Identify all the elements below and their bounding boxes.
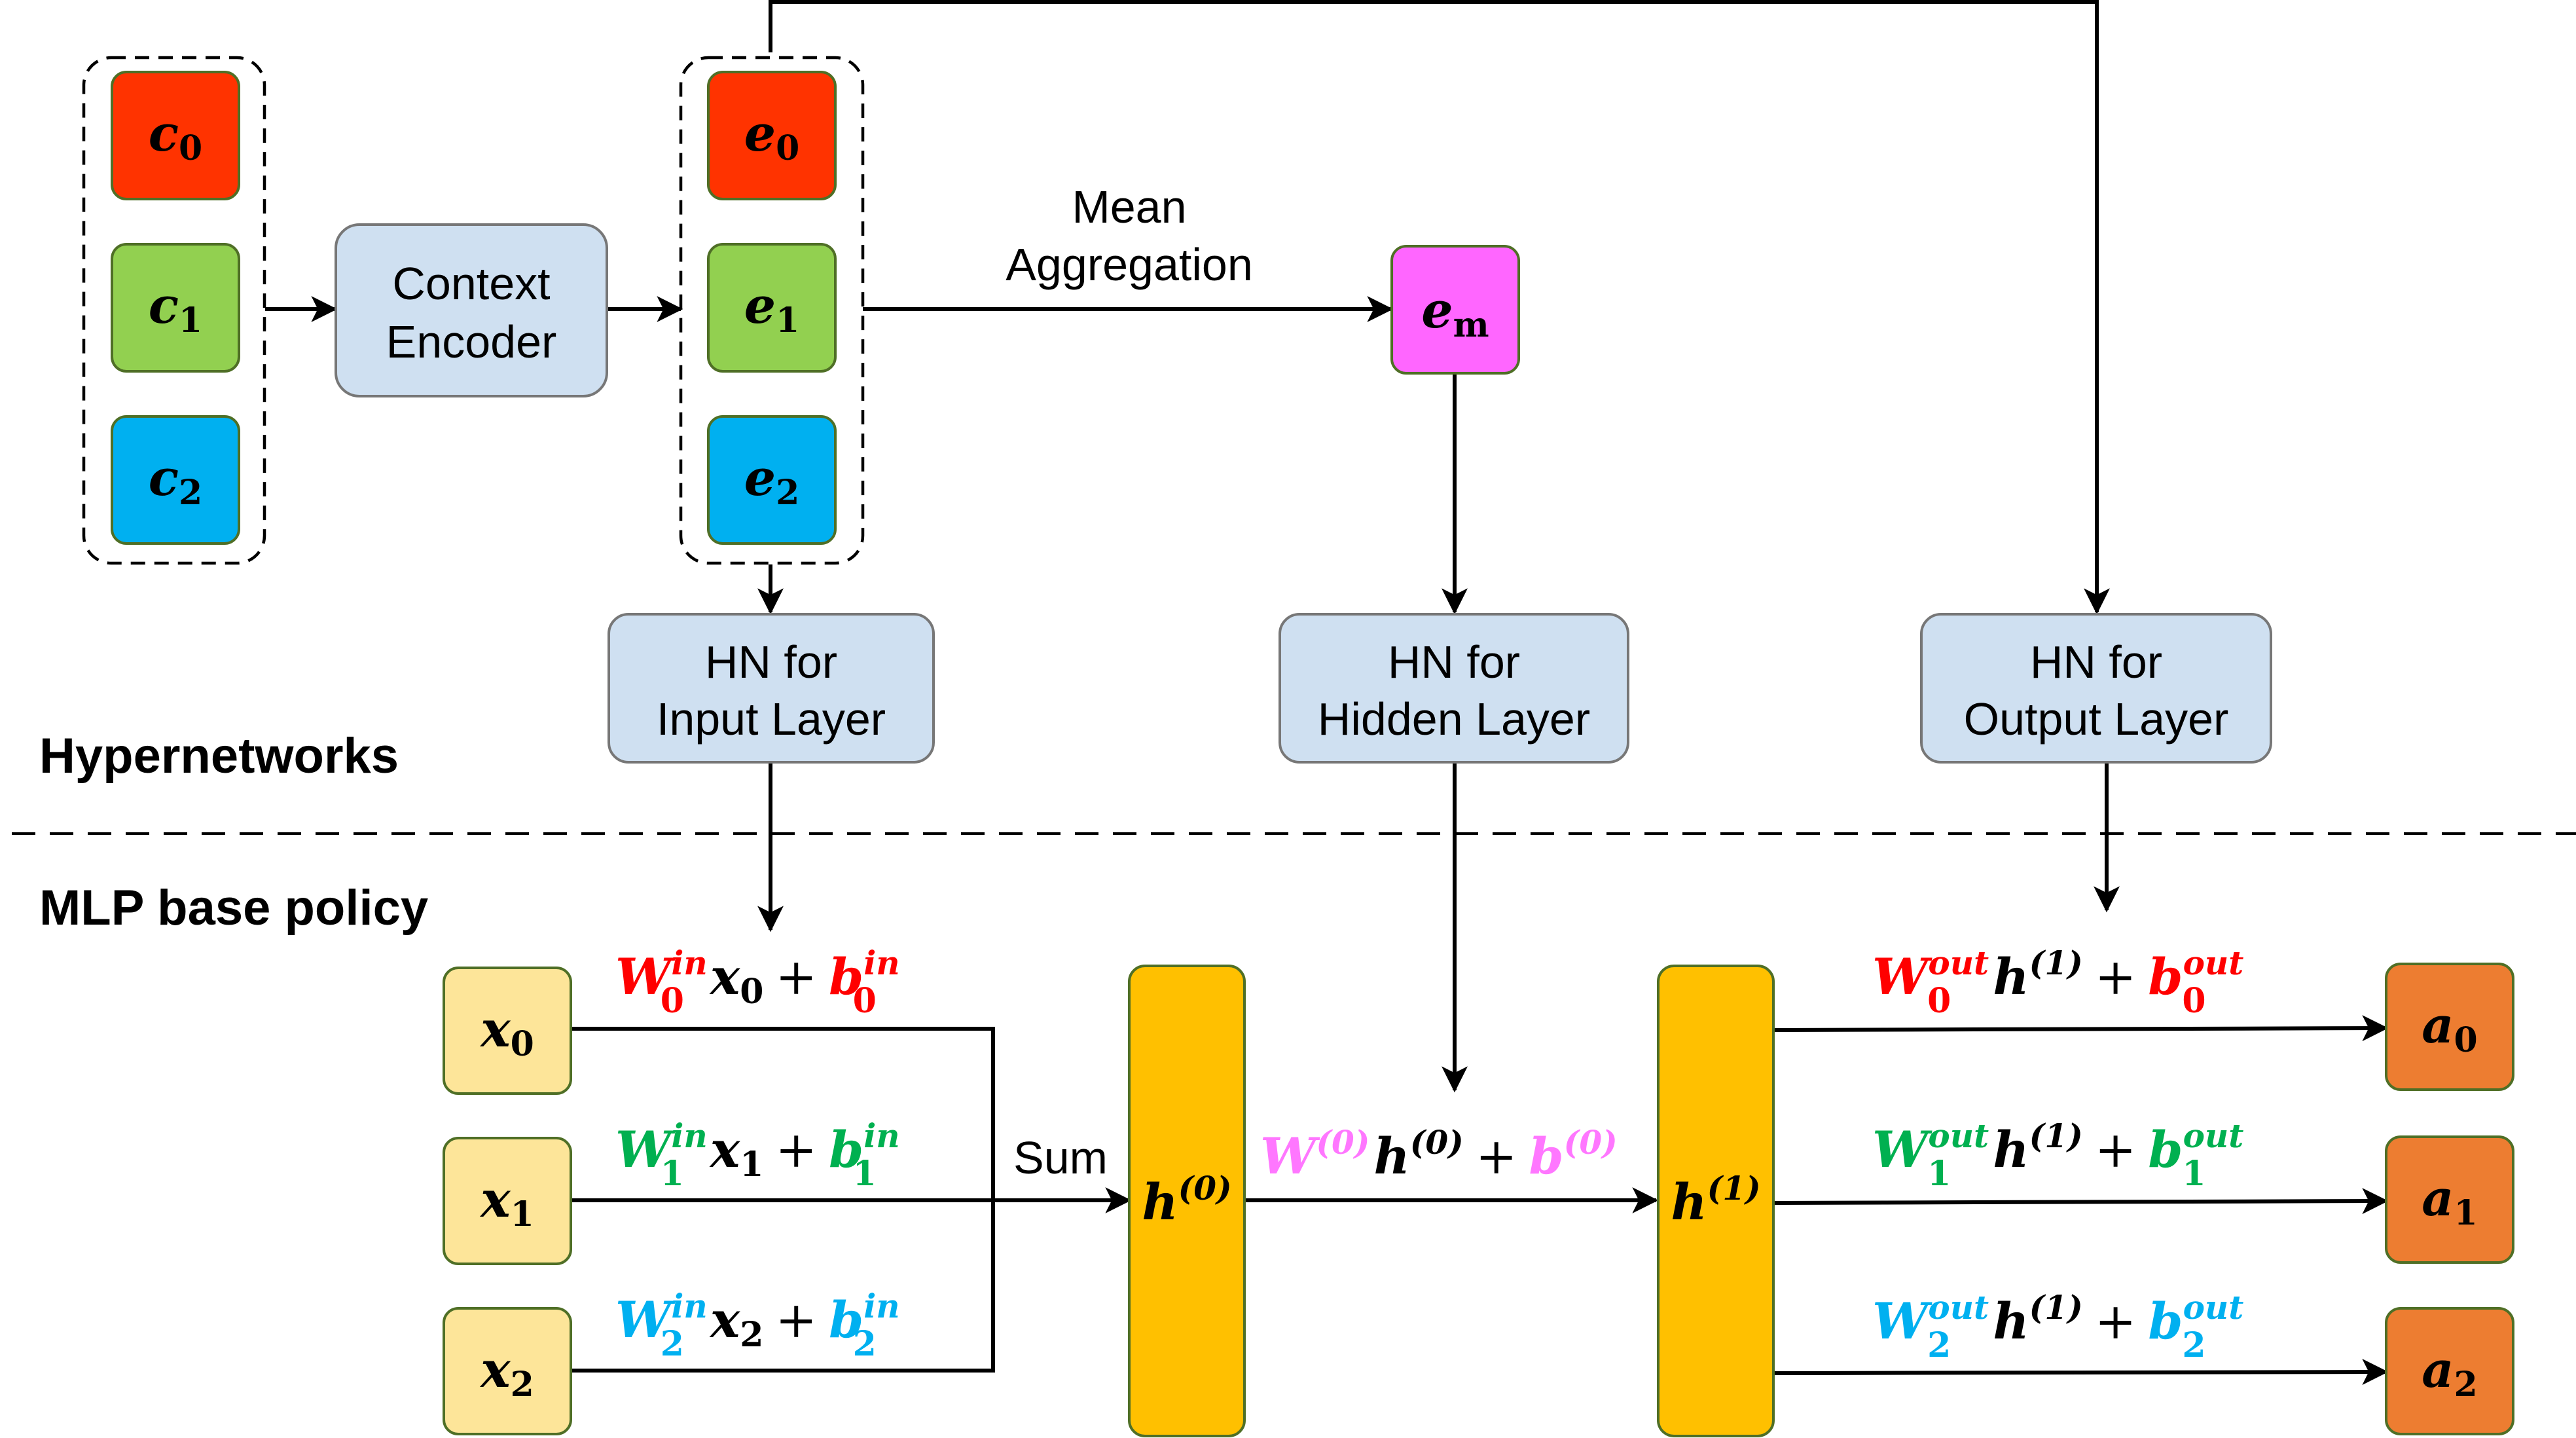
svg-text:h(0): h(0) [1142,1169,1231,1231]
embedding-node-e2: e2 [707,415,837,545]
svg-text:x2: x2 [479,1340,534,1405]
input-node-x0: x0 [443,967,572,1095]
hn-output-block: HN for Output Layer [1920,613,2272,764]
hn-hidden-label-2: Hidden Layer [1318,693,1590,745]
hn-input-block: HN for Input Layer [608,613,935,764]
context-encoder-block: Context Encoder [335,223,608,397]
svg-text:em: em [1421,281,1489,345]
input-node-x2: x2 [443,1307,572,1435]
svg-text:x0: x0 [479,1000,534,1064]
arrow-h1-to-a0 [1773,1015,2389,1042]
mean-embedding-node: em [1390,245,1520,375]
section-label-hypernetworks: Hypernetworks [39,728,399,784]
section-label-mlp-base-policy: MLP base policy [39,880,428,936]
svg-text:e2: e2 [744,449,800,513]
context-encoder-label-2: Encoder [386,316,557,367]
mean-aggregation-label-2: Aggregation [1006,239,1253,290]
arrow-h1-to-a2 [1773,1359,2389,1386]
svg-text:a1: a1 [2422,1169,2477,1233]
svg-text:c2: c2 [149,449,202,513]
hidden-layer-h0: h(0) [1128,965,1246,1437]
hidden-layer-h1: h(1) [1657,965,1775,1437]
hn-hidden-block: HN for Hidden Layer [1279,613,1629,764]
svg-text:c1: c1 [149,276,202,341]
equation-hidden: W(0)h(0)+b(0) [1260,1123,1618,1185]
svg-text:e0: e0 [744,104,800,168]
embedding-node-e1: e1 [707,243,837,373]
arrow-h1-to-a1 [1773,1188,2389,1215]
hn-output-label-2: Output Layer [1964,693,2229,745]
action-node-a2: a2 [2385,1307,2514,1435]
hn-output-label-1: HN for [2030,636,2162,688]
svg-text:a2: a2 [2422,1340,2477,1405]
action-node-a1: a1 [2385,1135,2514,1264]
mean-aggregation-label-1: Mean [1072,181,1186,232]
input-node-x1: x1 [443,1137,572,1265]
sum-label: Sum [1013,1132,1108,1183]
connectors [265,0,2389,1386]
context-node-c2: c2 [111,415,240,545]
hn-input-label-2: Input Layer [657,693,886,745]
svg-text:c0: c0 [149,104,202,168]
context-node-c0: c0 [111,71,240,200]
arrow-e-to-hn-output [769,0,2110,615]
embedding-node-e0: e0 [707,71,837,200]
context-encoder-label-1: Context [392,258,550,309]
hn-input-label-1: HN for [705,636,837,688]
hn-hidden-label-1: HN for [1388,636,1520,688]
svg-text:x1: x1 [479,1170,534,1234]
context-node-c1: c1 [111,243,240,373]
svg-text:e1: e1 [744,276,800,341]
svg-text:a0: a0 [2422,996,2477,1060]
svg-text:h(1): h(1) [1671,1169,1760,1231]
action-node-a0: a0 [2385,963,2514,1091]
